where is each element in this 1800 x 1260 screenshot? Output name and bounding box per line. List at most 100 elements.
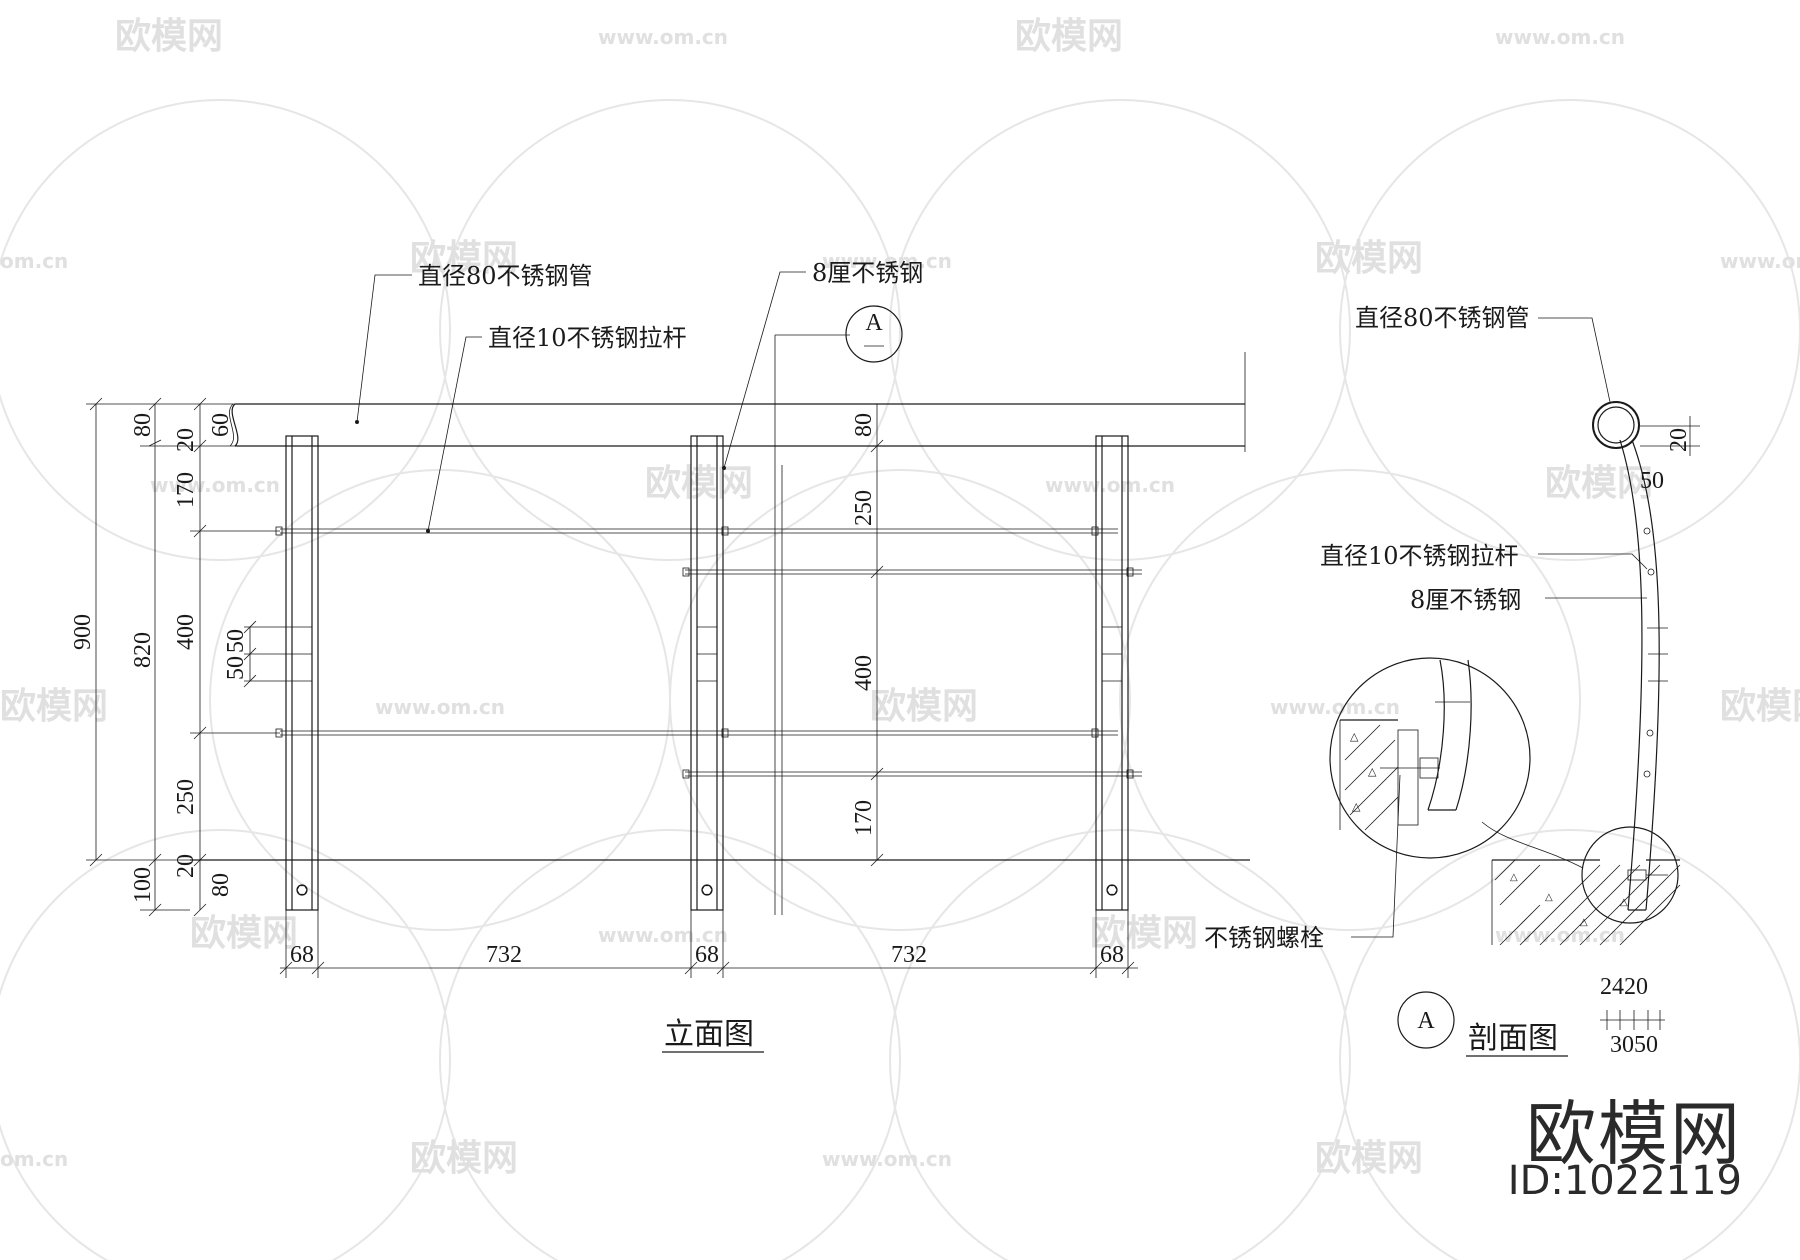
watermark-brand: 欧模网 bbox=[410, 238, 518, 279]
dimension-chain-mid bbox=[870, 404, 884, 867]
section-marker-letter: A bbox=[1417, 1008, 1435, 1034]
section-view: △ △ △ △ 20 50 bbox=[1204, 304, 1700, 1058]
handrail-pipe-inner bbox=[1597, 406, 1635, 444]
dim-170: 170 bbox=[173, 472, 199, 508]
watermark-brand: 欧模网 bbox=[1545, 463, 1653, 504]
detail-enlarged: △ △ △ bbox=[1329, 657, 1531, 859]
watermark-brand: 欧模网 bbox=[1315, 238, 1423, 279]
detail-callout-leader bbox=[1481, 821, 1584, 869]
dim-400: 400 bbox=[851, 655, 877, 691]
leader-pipe bbox=[356, 274, 412, 423]
post bbox=[690, 435, 724, 911]
dim-span-732: 732 bbox=[486, 942, 522, 968]
handrail-pipe bbox=[229, 352, 1246, 452]
dim-20: 20 bbox=[173, 854, 199, 878]
dim-50: 50 bbox=[223, 656, 249, 680]
watermark-url: www.om.cn bbox=[150, 473, 280, 497]
watermark-brand: 欧模网 bbox=[1720, 686, 1800, 727]
dimension-chain-section bbox=[1600, 1010, 1665, 1030]
svg-text:△: △ bbox=[1580, 917, 1588, 928]
concrete-slab: △ △ △ △ bbox=[1491, 859, 1681, 946]
watermark-brand: 欧模网 bbox=[0, 686, 108, 727]
watermark-url: www.om.cn bbox=[1270, 695, 1400, 719]
dim-span-732: 732 bbox=[891, 942, 927, 968]
dim-900: 900 bbox=[70, 614, 96, 650]
label-pipe: 直径80不锈钢管 bbox=[1355, 304, 1530, 332]
leader-dot bbox=[426, 529, 430, 533]
elevation-title: 立面图 bbox=[664, 1017, 754, 1052]
post bbox=[1095, 435, 1129, 911]
label-plate: 8厘不锈钢 bbox=[1410, 586, 1521, 614]
watermark-url: www.om.cn bbox=[1495, 923, 1625, 947]
watermark-url: www.om.cn bbox=[375, 695, 505, 719]
section-marker bbox=[845, 305, 903, 363]
dim-80: 80 bbox=[130, 413, 156, 437]
steel-plate-curved bbox=[1619, 439, 1668, 911]
svg-text:△: △ bbox=[1620, 897, 1628, 908]
tension-rod bbox=[275, 526, 1142, 779]
leader-rod bbox=[1538, 553, 1648, 570]
watermark-url: www.om.cn bbox=[598, 25, 728, 49]
watermark-url: www.om.cn bbox=[1045, 473, 1175, 497]
dim-60: 60 bbox=[208, 413, 234, 437]
dim-2420: 2420 bbox=[1600, 974, 1648, 1000]
dim-20: 20 bbox=[173, 428, 199, 452]
leader-pipe bbox=[1538, 317, 1611, 403]
label-bolt: 不锈钢螺栓 bbox=[1204, 924, 1324, 952]
watermark-url: www.om.cn bbox=[1720, 249, 1800, 273]
section-marker-letter: A bbox=[865, 310, 883, 336]
svg-text:△: △ bbox=[1545, 892, 1553, 903]
watermark-brand: 欧模网 bbox=[1315, 1138, 1423, 1179]
label-pipe: 直径80不锈钢管 bbox=[418, 262, 593, 290]
watermark-url: om.cn bbox=[0, 249, 68, 273]
dim-20: 20 bbox=[1666, 428, 1692, 452]
dim-170: 170 bbox=[851, 800, 877, 836]
label-plate: 8厘不锈钢 bbox=[812, 259, 923, 287]
watermark-brand: 欧模网 bbox=[870, 686, 978, 727]
dim-3050: 3050 bbox=[1610, 1032, 1658, 1058]
svg-text:△: △ bbox=[1350, 730, 1359, 743]
watermark-url: www.om.cn bbox=[822, 249, 952, 273]
post bbox=[285, 435, 319, 911]
watermark-url: om.cn bbox=[0, 1147, 68, 1171]
leader-dot bbox=[722, 466, 726, 470]
dimension-chain-left bbox=[86, 397, 292, 917]
svg-text:△: △ bbox=[1368, 765, 1377, 778]
handrail-pipe-section bbox=[1592, 401, 1640, 449]
brand-logo-text: 欧模网 bbox=[1526, 1093, 1742, 1175]
dim-250: 250 bbox=[851, 490, 877, 526]
watermark-brand: 欧模网 bbox=[645, 463, 753, 504]
label-rod: 直径10不锈钢拉杆 bbox=[488, 324, 687, 352]
svg-text:△: △ bbox=[1510, 872, 1518, 883]
label-rod: 直径10不锈钢拉杆 bbox=[1320, 542, 1519, 570]
watermark-brand: 欧模网 bbox=[1015, 16, 1123, 57]
watermark-brand: 欧模网 bbox=[115, 16, 223, 57]
dim-80: 80 bbox=[851, 413, 877, 437]
leader-bolt bbox=[1351, 774, 1401, 938]
brand-id: ID:1022119 bbox=[1507, 1158, 1742, 1204]
dim-50: 50 bbox=[1640, 468, 1664, 494]
leader-rod bbox=[427, 336, 482, 532]
section-marker bbox=[1397, 991, 1455, 1049]
dim-50: 50 bbox=[223, 629, 249, 653]
elevation-view: 900 80 820 100 20 170 400 250 20 60 80 5… bbox=[70, 259, 1250, 1053]
watermark-brand: 欧模网 bbox=[190, 913, 298, 954]
watermark-url: www.om.cn bbox=[598, 923, 728, 947]
dim-250: 250 bbox=[173, 779, 199, 815]
watermark-brand: 欧模网 bbox=[410, 1138, 518, 1179]
dim-80: 80 bbox=[208, 873, 234, 897]
svg-text:△: △ bbox=[1352, 800, 1361, 813]
watermark-url: www.om.cn bbox=[1495, 25, 1625, 49]
leader-dot bbox=[355, 420, 359, 424]
dim-400: 400 bbox=[173, 614, 199, 650]
watermark-layer: 欧模网 欧模网 欧模网 欧模网 欧模网 欧模网 欧模网 欧模网 欧模网 欧模网 … bbox=[0, 16, 1800, 1260]
dim-100: 100 bbox=[130, 867, 156, 903]
watermark-url: www.om.cn bbox=[822, 1147, 952, 1171]
detail-callout-circle bbox=[1581, 826, 1679, 924]
dimension-chain-bottom bbox=[279, 910, 1138, 978]
dim-post-68: 68 bbox=[1100, 942, 1124, 968]
dim-820: 820 bbox=[130, 632, 156, 668]
section-title: 剖面图 bbox=[1468, 1021, 1558, 1056]
dim-post-68: 68 bbox=[695, 942, 719, 968]
